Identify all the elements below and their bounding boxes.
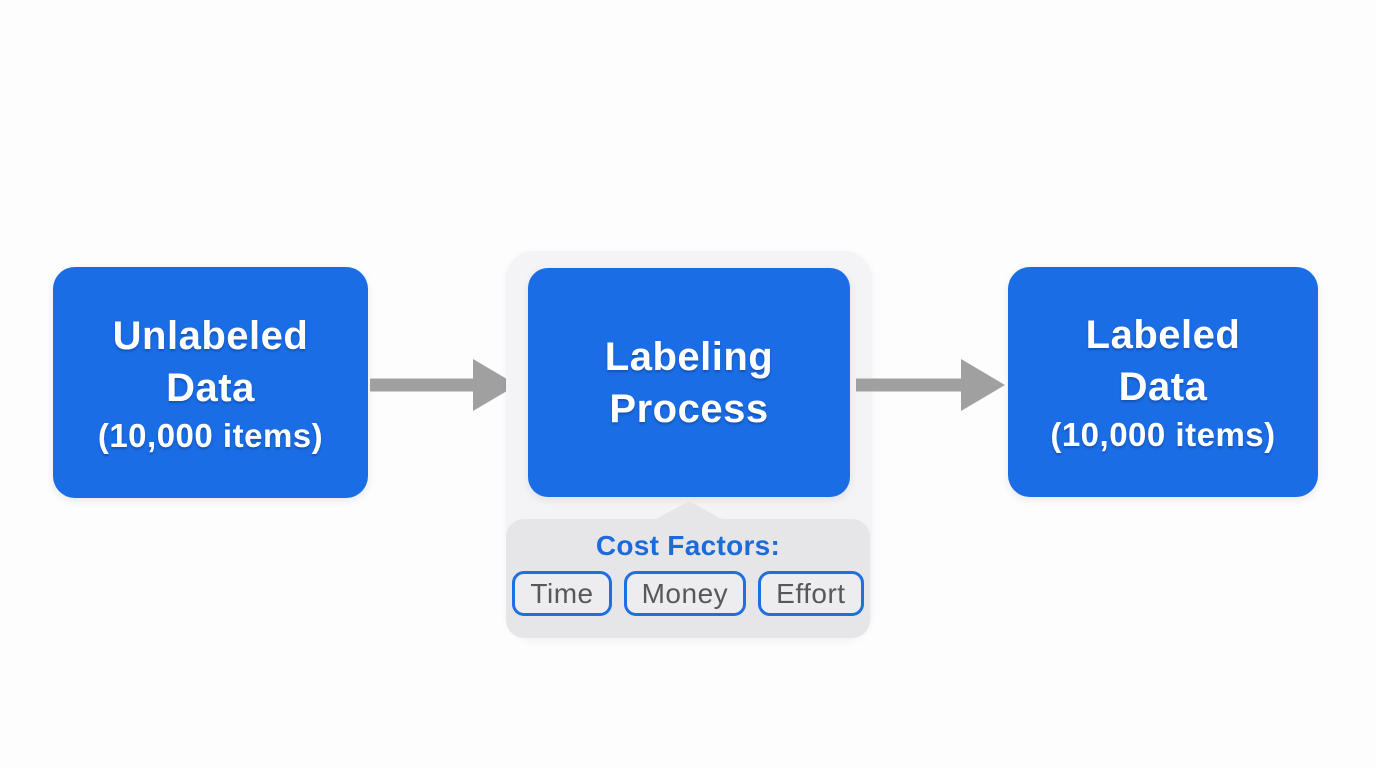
callout-notch-up-icon [656, 501, 722, 519]
labeled-data-count: (10,000 items) [1050, 416, 1276, 453]
unlabeled-data-count: (10,000 items) [97, 416, 324, 454]
unlabeled-data-node: Unlabeled Data (10,000 items) [53, 267, 368, 498]
cost-factors-panel: Cost Factors: Time Money Effort [506, 519, 870, 638]
labeled-data-title-line1: Labeled [1085, 313, 1241, 357]
cost-chip-money: Money [623, 571, 747, 616]
cost-factors-chip-row: Time Money Effort [506, 571, 870, 616]
cost-factors-title: Cost Factors: [595, 530, 781, 561]
arrow-right-icon [370, 359, 517, 411]
labeling-process-node: Labeling Process [528, 268, 850, 497]
labeled-data-title-line2: Data [1118, 365, 1208, 409]
labeling-process-title-line1: Labeling [604, 334, 774, 379]
labeling-process-group: Labeling Process Cost Factors: Time Mone… [506, 251, 872, 639]
arrow-right-icon [856, 359, 1005, 411]
unlabeled-data-title-line2: Data [166, 365, 255, 410]
cost-chip-effort: Effort [758, 571, 864, 616]
cost-chip-time: Time [512, 571, 612, 616]
labeled-data-node: Labeled Data (10,000 items) [1008, 267, 1318, 497]
unlabeled-data-title-line1: Unlabeled [112, 313, 309, 358]
labeling-process-title-line2: Process [609, 386, 769, 431]
